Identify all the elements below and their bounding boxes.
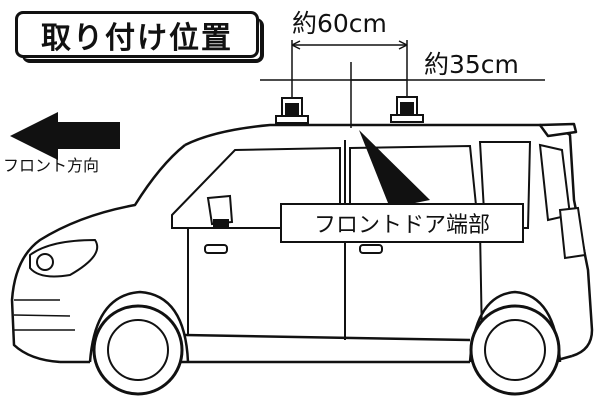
rear-light xyxy=(558,206,587,260)
dimension-60-label: 約60cm xyxy=(292,9,387,38)
dimension-35-label: 約35cm xyxy=(424,50,519,79)
front-door-edge-callout: フロントドア端部 xyxy=(280,203,524,243)
dimension-60-line xyxy=(291,40,408,105)
dimension-35-line xyxy=(260,62,545,128)
front-door-edge-pointer-icon xyxy=(359,130,430,208)
roof-carrier-foot-rear xyxy=(390,96,424,123)
side-mirror xyxy=(206,194,234,229)
front-direction-arrow-icon xyxy=(10,112,120,160)
front-direction-label: フロント方向 xyxy=(3,156,100,175)
title-text: 取り付け位置 xyxy=(41,20,233,56)
front-grille xyxy=(13,299,75,331)
front-door-edge-label: フロントドア端部 xyxy=(313,213,490,238)
rear-wheel xyxy=(468,290,562,396)
roof-carrier-foot-front xyxy=(275,97,309,124)
headlight xyxy=(29,238,99,278)
front-wheel xyxy=(88,290,190,396)
